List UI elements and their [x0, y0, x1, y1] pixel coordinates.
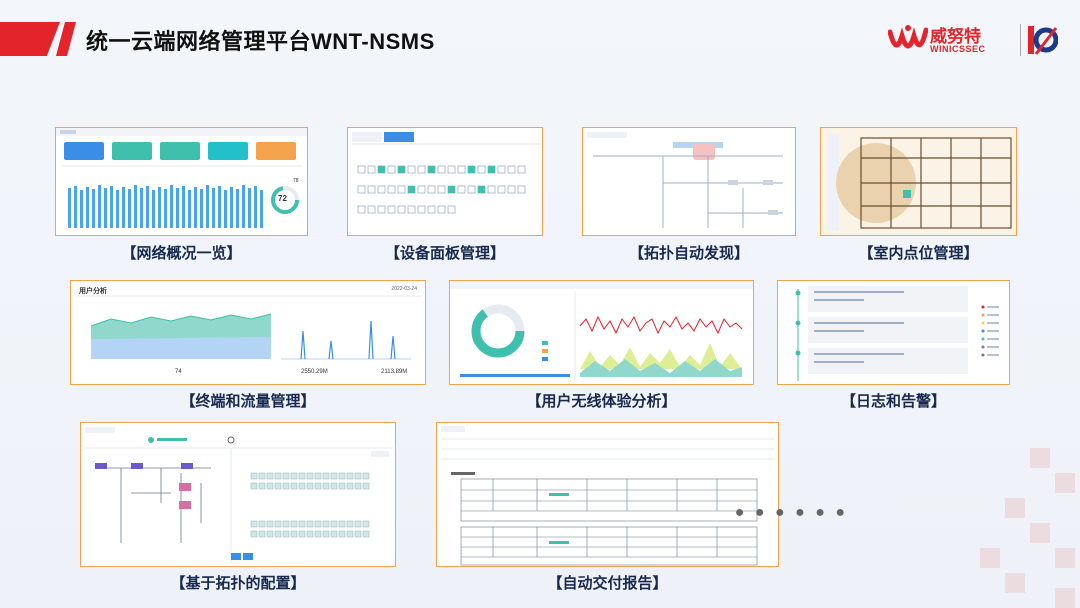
stat-upload: 2550.29M: [301, 369, 328, 375]
brand-separator: [1020, 24, 1021, 56]
brand-name-en: WINICSSEC: [930, 44, 986, 54]
panel-topology-config[interactable]: [80, 422, 396, 567]
more-indicator: ● ● ● ● ● ●: [734, 504, 848, 521]
user-analysis-title: 用户分析: [79, 288, 107, 295]
wireless-screenshot: [450, 281, 753, 381]
panel-wireless-experience[interactable]: [449, 280, 754, 385]
brand-name-cn: 威努特: [930, 27, 981, 46]
header-accent-stripe: [0, 22, 60, 56]
stat-terminals: 74: [175, 369, 182, 375]
user-analysis-date: 2022-03-24: [391, 286, 417, 292]
panel-device-panel[interactable]: [347, 127, 543, 236]
panel-delivery-report[interactable]: [436, 422, 779, 567]
caption-topology-discovery: 【拓扑自动发现】: [628, 245, 749, 262]
gauge-value: 72: [278, 194, 287, 203]
device-panel-screenshot: [352, 132, 540, 214]
caption-indoor-location: 【室内点位管理】: [858, 245, 979, 262]
topology-screenshot: [587, 132, 783, 228]
anniversary-10-icon: [1028, 26, 1058, 55]
panel-topology-discovery[interactable]: [582, 127, 796, 236]
brand-logo: 威努特 WINICSSEC: [888, 18, 1058, 62]
caption-device-panel: 【设备面板管理】: [384, 245, 505, 262]
caption-terminal-traffic: 【终端和流量管理】: [180, 393, 316, 410]
header-accent-stripe-2: [56, 22, 76, 56]
caption-wireless-experience: 【用户无线体验分析】: [526, 393, 677, 410]
report-screenshot: [441, 426, 775, 566]
stat-1: 78: [293, 178, 299, 184]
logs-screenshot: [795, 286, 999, 381]
stat-download: 2113.89M: [381, 369, 408, 375]
caption-logs-alerts: 【日志和告警】: [840, 393, 946, 410]
traffic-screenshot: [77, 295, 421, 360]
caption-network-overview: 【网络概况一览】: [121, 245, 242, 262]
panel-indoor-location[interactable]: [820, 127, 1017, 236]
caption-delivery-report: 【自动交付报告】: [547, 575, 668, 592]
network-overview-screenshot: [56, 128, 307, 228]
panel-logs-alerts[interactable]: [777, 280, 1010, 385]
caption-topology-config: 【基于拓扑的配置】: [170, 575, 306, 592]
panel-network-overview[interactable]: 72 78: [55, 127, 308, 236]
panel-terminal-traffic[interactable]: 用户分析 2022-03-24 74 2550.29M 2113.89M: [70, 280, 426, 385]
topology-config-screenshot: [85, 427, 393, 563]
wave-logo-icon: [888, 25, 928, 49]
floorplan-screenshot: [821, 128, 1016, 235]
page-title: 统一云端网络管理平台WNT-NSMS: [86, 29, 435, 54]
background-decoration: [980, 448, 1075, 608]
